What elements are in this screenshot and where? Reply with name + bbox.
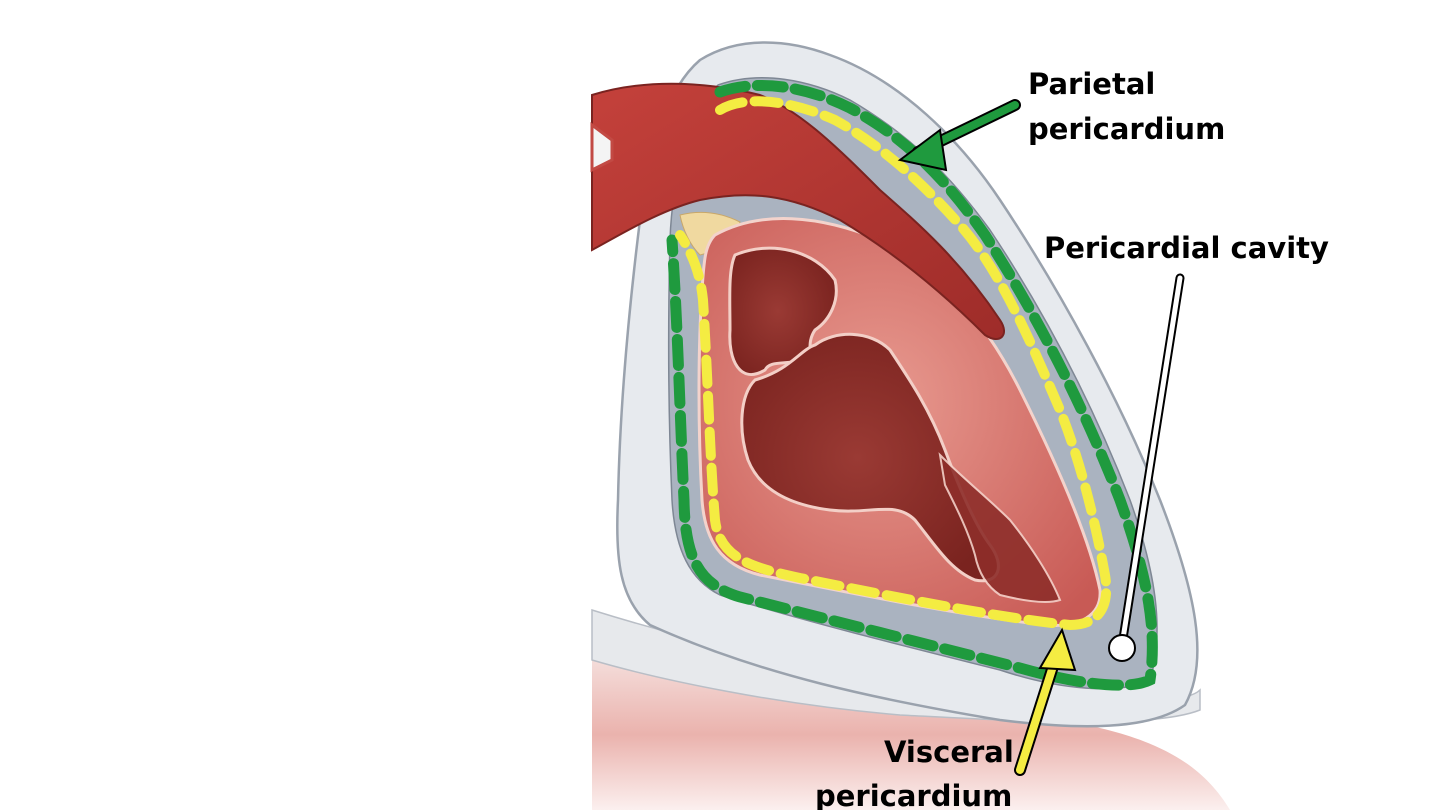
- diaphragm-tissue: [592, 660, 1230, 810]
- arrow-yellow-icon: [1014, 627, 1077, 776]
- great-vessel: [591, 82, 1005, 340]
- vessel-stub: [590, 122, 614, 173]
- arrow-green-icon: [897, 99, 1021, 172]
- visceral-label-line1: Visceral: [884, 735, 1014, 769]
- pericardial-cavity-label: Pericardial cavity: [1044, 231, 1329, 265]
- pin-white-icon: [1108, 273, 1185, 662]
- parietal-label-line1: Parietal: [1028, 67, 1155, 101]
- parietal-label-line2: pericardium: [1028, 112, 1225, 146]
- visceral-pericardium-outline: [675, 96, 1112, 631]
- visceral-label-line2: pericardium: [815, 779, 1012, 810]
- heart-chamber-apex: [938, 452, 1062, 604]
